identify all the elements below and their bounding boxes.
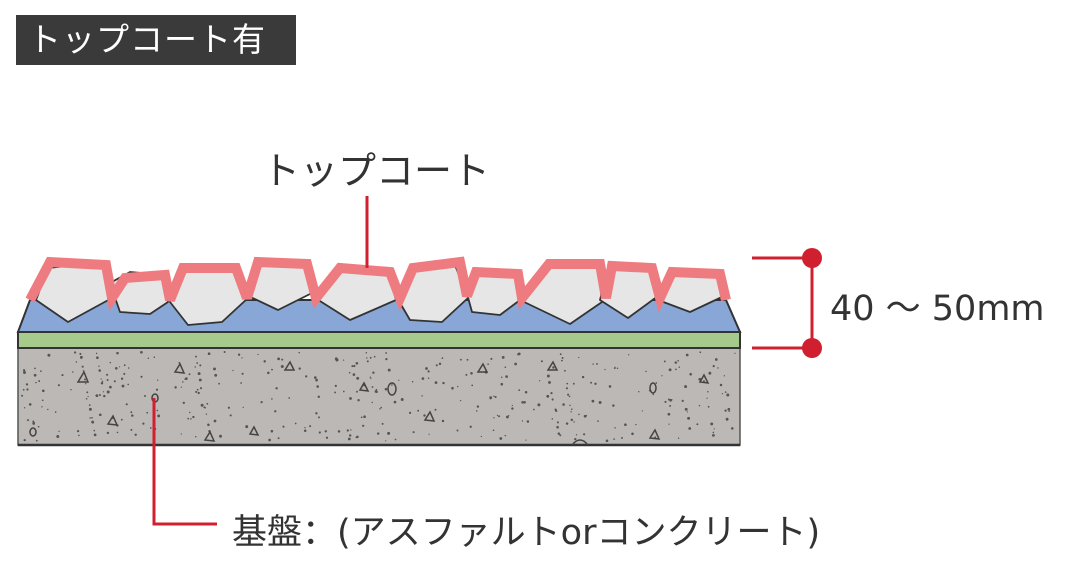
base-layer — [17, 347, 741, 447]
dimension-dot-icon — [802, 338, 822, 358]
topcoat-label: トップコート — [262, 149, 491, 193]
primer-layer — [17, 331, 741, 349]
base-label: 基盤：(アスファルトorコンクリート) — [232, 513, 821, 553]
thickness-dimension — [752, 248, 822, 358]
topcoat-layer — [25, 256, 731, 313]
dimension-dot-icon — [802, 248, 822, 268]
thickness-label: 40 ～ 50mm — [830, 289, 1045, 329]
page-title-tab: トップコート有り — [16, 15, 296, 109]
base-leader-line — [152, 398, 217, 526]
